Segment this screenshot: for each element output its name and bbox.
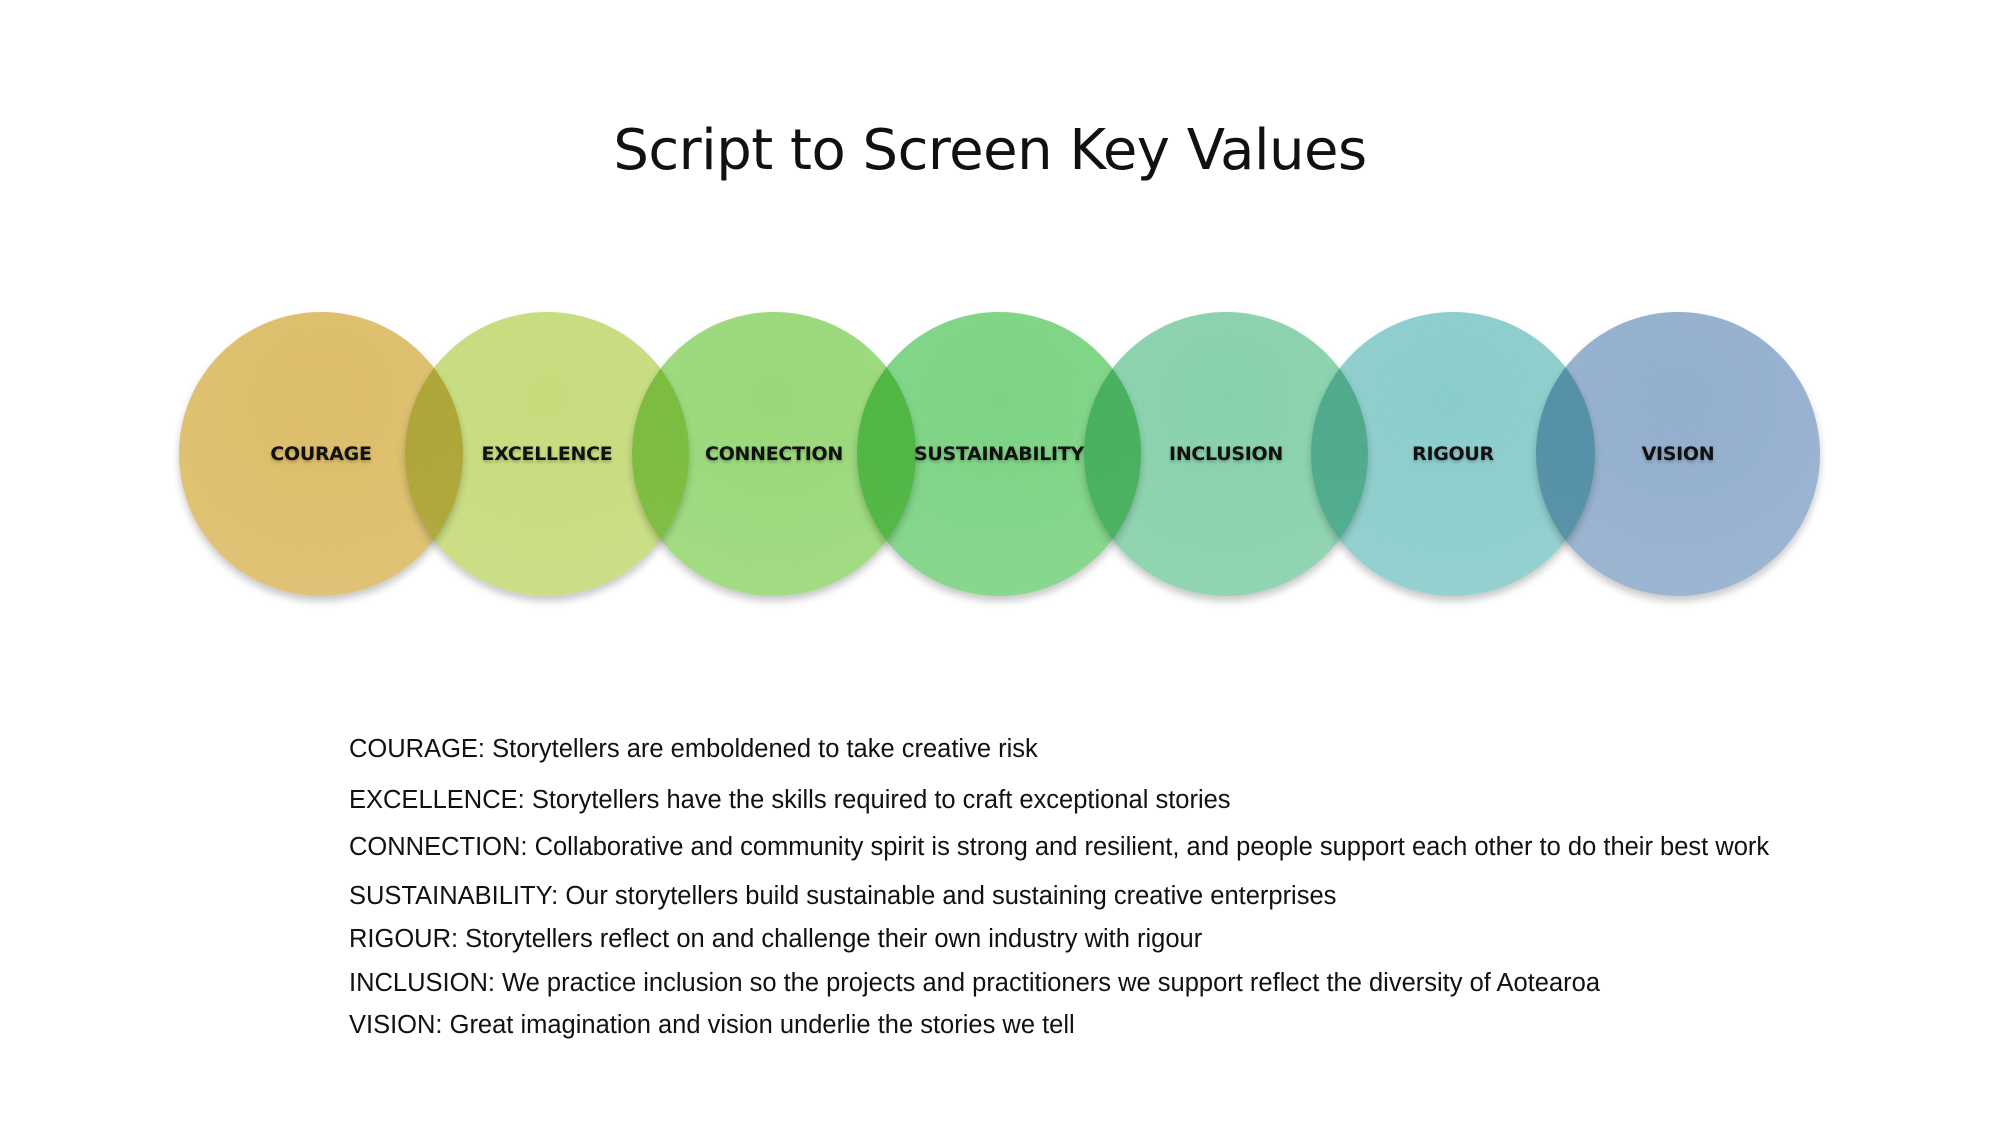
circle-label-connection: CONNECTION <box>705 443 843 465</box>
circle-label-rigour: RIGOUR <box>1412 443 1494 465</box>
description-sustainability: SUSTAINABILITY: Our storytellers build s… <box>349 882 1337 910</box>
description-rigour: RIGOUR: Storytellers reflect on and chal… <box>349 925 1203 953</box>
description-connection: CONNECTION: Collaborative and community … <box>349 833 1770 861</box>
description-vision: VISION: Great imagination and vision und… <box>349 1011 1075 1039</box>
circle-sustainability: SUSTAINABILITY <box>857 312 1141 596</box>
circle-rigour: RIGOUR <box>1311 312 1595 596</box>
circle-label-vision: VISION <box>1641 443 1715 465</box>
circle-connection: CONNECTION <box>632 312 916 596</box>
description-inclusion: INCLUSION: We practice inclusion so the … <box>349 969 1601 997</box>
description-excellence: EXCELLENCE: Storytellers have the skills… <box>349 786 1231 814</box>
circle-vision: VISION <box>1536 312 1820 596</box>
circle-label-inclusion: INCLUSION <box>1169 443 1283 465</box>
circle-excellence: EXCELLENCE <box>405 312 689 596</box>
circle-label-courage: COURAGE <box>270 443 372 465</box>
circle-label-excellence: EXCELLENCE <box>481 443 613 465</box>
circle-courage: COURAGE <box>179 312 463 596</box>
circle-label-sustainability: SUSTAINABILITY <box>914 443 1084 465</box>
slide-title: Script to Screen Key Values <box>613 118 1367 183</box>
circle-inclusion: INCLUSION <box>1084 312 1368 596</box>
description-courage: COURAGE: Storytellers are emboldened to … <box>349 735 1038 763</box>
